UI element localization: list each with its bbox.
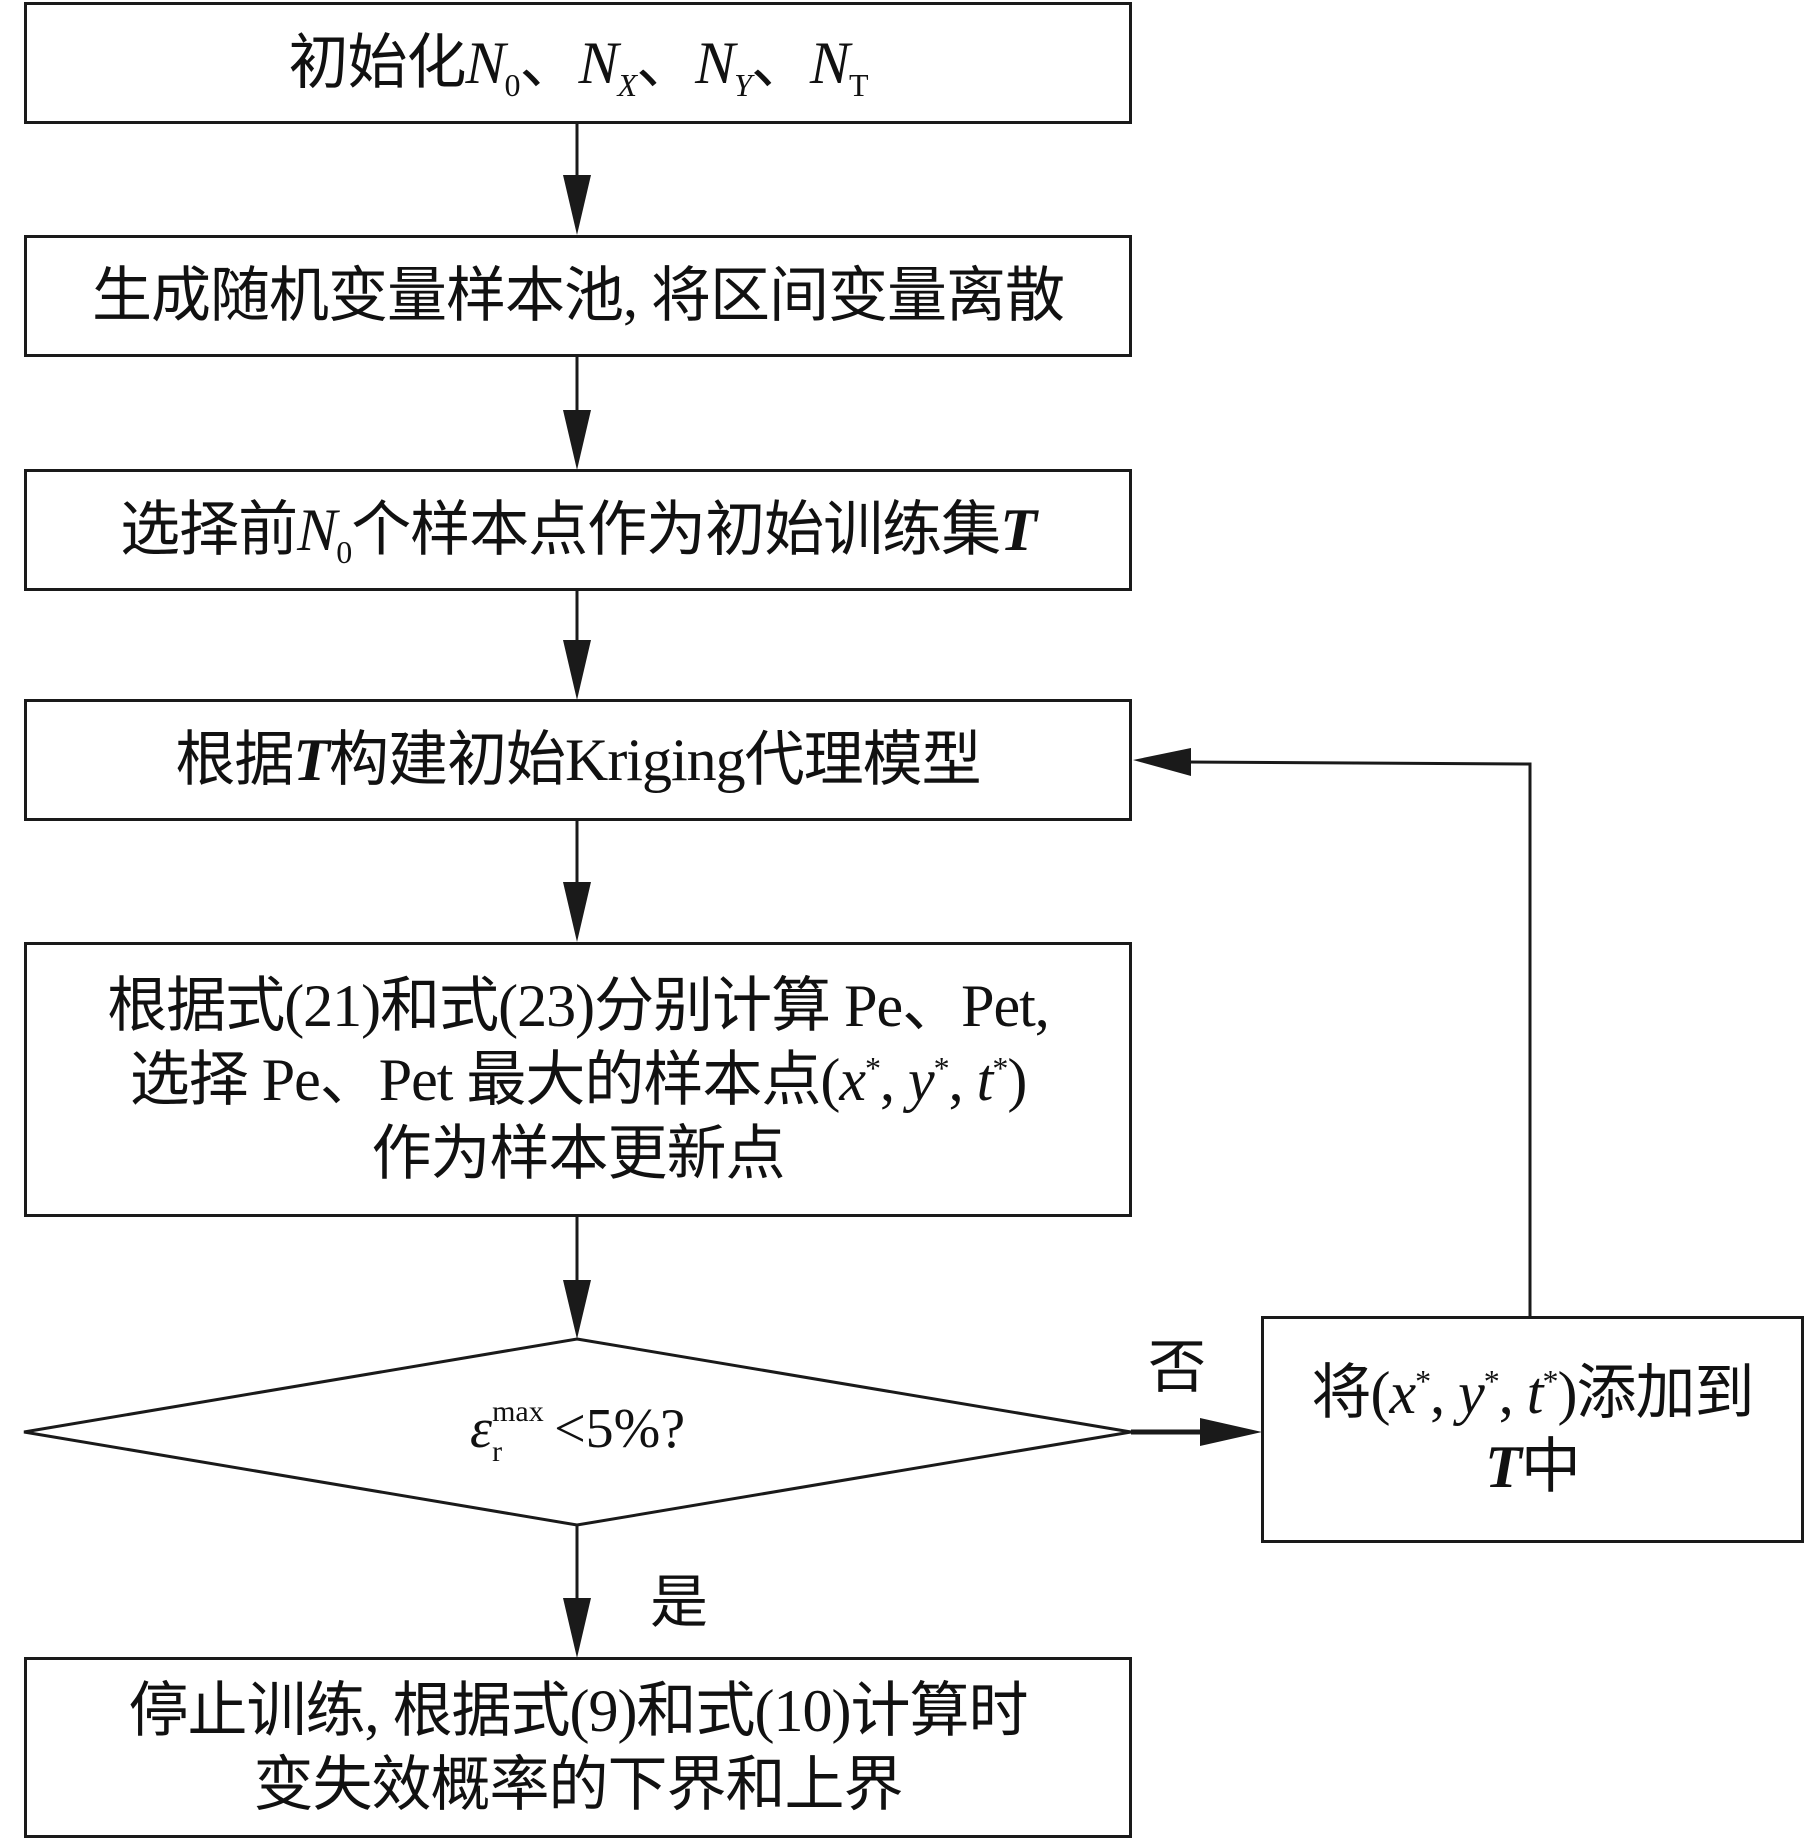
step-sample-pool-text: 生成随机变量样本池, 将区间变量离散 — [92, 263, 1065, 329]
symbol-n0: N — [465, 30, 505, 96]
step-initialize: 初始化N0、NX、NY、NT — [24, 2, 1132, 124]
compute-line-1: 根据式(21)和式(23)分别计算 Pe、Pet, — [107, 972, 1050, 1039]
symbol-y: y — [1458, 1359, 1485, 1426]
arrowhead-feedback — [1133, 748, 1191, 776]
symbol-t: t — [976, 1046, 994, 1113]
build-prefix: 根据 — [175, 727, 294, 793]
close-paren: ) — [1007, 1046, 1027, 1113]
symbol-t: t — [1526, 1359, 1544, 1426]
step-select-initial: 选择前N0个样本点作为初始训练集T — [24, 469, 1132, 591]
separator: 、 — [519, 30, 580, 96]
arrowhead-init-to-pool — [563, 175, 591, 235]
select-middle: 个样本点作为初始训练集 — [351, 497, 1001, 563]
star: * — [1415, 1362, 1431, 1399]
star: * — [1483, 1362, 1500, 1399]
init-prefix: 初始化 — [288, 30, 466, 96]
finish-line-2: 变失效概率的下界和上界 — [253, 1751, 904, 1818]
sub-0: 0 — [504, 67, 521, 103]
symbol-x: x — [1389, 1359, 1417, 1426]
build-suffix: 构建初始Kriging代理模型 — [329, 727, 982, 793]
arrowhead-select-to-build — [563, 640, 591, 700]
step-finish: 停止训练, 根据式(9)和式(10)计算时 变失效概率的下界和上界 — [24, 1657, 1132, 1838]
symbol-t-bold: T — [1485, 1433, 1522, 1500]
comma: , — [1430, 1359, 1459, 1426]
symbol-ny: N — [695, 30, 735, 96]
star: * — [1542, 1362, 1558, 1399]
compute-line2-prefix: 选择 Pe、Pet 最大的样本点( — [129, 1046, 841, 1113]
comma: , — [880, 1046, 908, 1113]
step-build-model-text: 根据T构建初始Kriging代理模型 — [175, 723, 982, 797]
sub-t: T — [848, 67, 869, 103]
arrowhead-pool-to-select — [563, 410, 591, 470]
symbol-x: x — [839, 1046, 866, 1113]
sub-0: 0 — [336, 534, 352, 570]
comma: , — [1498, 1359, 1527, 1426]
add-line-2: T中 — [1485, 1430, 1581, 1504]
symbol-n0: N — [297, 497, 337, 563]
star: * — [865, 1049, 881, 1086]
symbol-t-bold: T — [293, 727, 330, 793]
separator: 、 — [750, 30, 811, 96]
compute-line-3: 作为样本更新点 — [371, 1120, 786, 1187]
add-line2-suffix: 中 — [1520, 1433, 1581, 1500]
separator: 、 — [636, 30, 696, 96]
step-compute-update: 根据式(21)和式(23)分别计算 Pe、Pet, 选择 Pe、Pet 最大的样… — [24, 942, 1132, 1217]
add-line-1: 将(x*, y*, t*)添加到 — [1311, 1356, 1755, 1430]
step-select-initial-text: 选择前N0个样本点作为初始训练集T — [120, 493, 1037, 570]
arrowhead-decision-to-add — [1200, 1418, 1262, 1446]
star: * — [933, 1049, 950, 1086]
symbol-nx: N — [578, 30, 619, 96]
compute-line-2: 选择 Pe、Pet 最大的样本点(x*, y*, t*) — [129, 1043, 1028, 1117]
symbol-y: y — [908, 1046, 935, 1113]
add-prefix: 将( — [1311, 1359, 1391, 1426]
condition-text: <5%? — [554, 1398, 686, 1460]
finish-line-1: 停止训练, 根据式(9)和式(10)计算时 — [128, 1677, 1029, 1744]
select-prefix: 选择前 — [120, 497, 298, 563]
sub-x: X — [617, 67, 638, 103]
step-add-to-T: 将(x*, y*, t*)添加到 T中 — [1261, 1316, 1804, 1543]
step-sample-pool: 生成随机变量样本池, 将区间变量离散 — [24, 235, 1132, 357]
star: * — [992, 1049, 1008, 1086]
feedback-loop-line — [1184, 760, 1532, 1318]
comma: , — [948, 1046, 977, 1113]
symbol-t-bold: T — [1000, 497, 1037, 563]
edge-label-yes: 是 — [650, 1570, 709, 1635]
symbol-nt: N — [809, 30, 850, 96]
edge-label-no: 否 — [1148, 1335, 1207, 1400]
arrowhead-compute-to-decision — [563, 1280, 591, 1339]
step-build-model: 根据T构建初始Kriging代理模型 — [24, 699, 1132, 821]
sub-y: Y — [734, 67, 752, 103]
step-initialize-text: 初始化N0、NX、NY、NT — [288, 26, 869, 103]
add-suffix: )添加到 — [1557, 1359, 1754, 1426]
arrowhead-decision-to-finish — [563, 1598, 591, 1658]
symbol-epsilon: ε — [470, 1398, 493, 1460]
arrowhead-build-to-compute — [563, 882, 591, 942]
